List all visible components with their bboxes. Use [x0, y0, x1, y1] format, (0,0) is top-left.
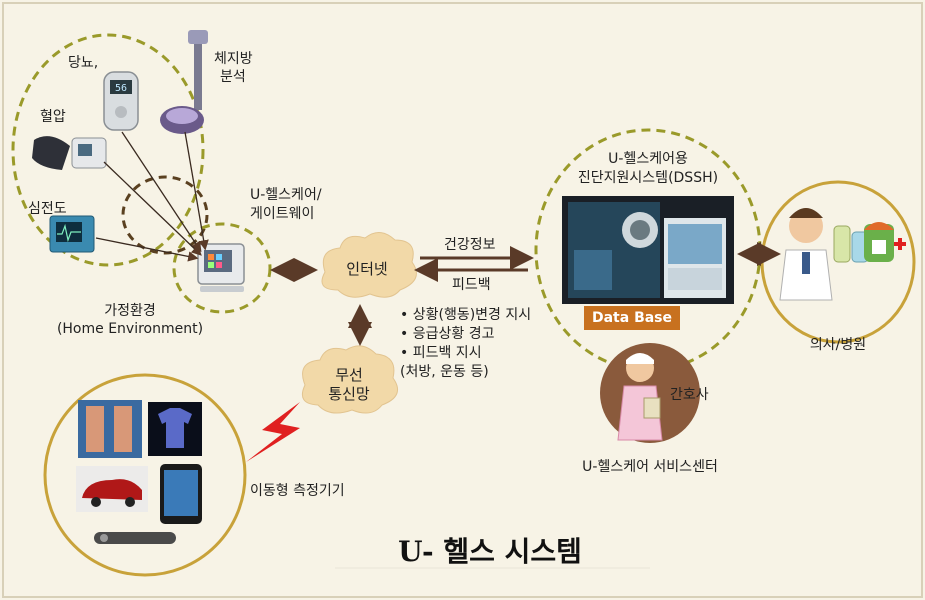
svg-text:56: 56 — [115, 83, 127, 94]
overlap-dashed-circle — [121, 175, 209, 255]
diagram-title: U- 헬스 시스템 — [398, 535, 582, 568]
health-info-label: 건강정보 — [444, 237, 496, 253]
mobile-devices-circle — [43, 373, 247, 577]
medicine-bottles-icon — [833, 225, 869, 263]
dssh-label-line2: 진단지원시스템(DSSH) — [577, 170, 719, 186]
sensor-band-photo — [94, 532, 176, 544]
smartphone-photo — [160, 464, 202, 524]
nurse-figure-icon — [617, 353, 663, 441]
internet-label: 인터넷 — [346, 260, 388, 278]
body-fat-analyzer-icon — [160, 30, 208, 134]
wireless-label-line1: 무선 — [335, 366, 363, 384]
ecg-label: 심전도 — [28, 201, 67, 217]
wireless-label-line2: 통신망 — [328, 385, 370, 403]
action-item: 피드백 지시 — [400, 344, 531, 363]
mobile-devices-label: 이동형 측정기기 — [250, 483, 345, 499]
wireless-cloud — [301, 345, 399, 414]
dssh-monitor-icon — [562, 196, 734, 304]
blood-pressure-label: 혈압 — [40, 109, 66, 125]
hospital-building-icon — [864, 222, 894, 262]
car-photo — [76, 466, 148, 512]
glucose-meter-icon: 56 — [103, 71, 139, 131]
blood-pressure-monitor-icon — [32, 136, 107, 170]
action-item: (처방, 운동 등) — [400, 364, 489, 380]
home-environment-circle — [11, 33, 205, 267]
doctor-figure-icon — [779, 208, 833, 301]
action-list: 상황(행동)변경 지시 응급상황 경고 피드백 지시 (처방, 운동 등) — [400, 306, 531, 382]
gateway-label-line2: 게이트웨이 — [250, 206, 315, 222]
smart-shirt-photo — [148, 402, 202, 456]
nurse-label: 간호사 — [670, 387, 709, 403]
running-photo — [78, 400, 142, 458]
dssh-label-line1: U-헬스케어용 — [608, 151, 688, 167]
ecg-monitor-icon — [49, 215, 95, 253]
home-environment-label-line2: (Home Environment) — [56, 321, 204, 337]
glucose-label: 당뇨, — [68, 55, 99, 71]
gateway-label-line1: U-헬스케어/ — [250, 187, 322, 203]
action-item: 상황(행동)변경 지시 — [400, 306, 531, 325]
database-badge: Data Base — [584, 306, 680, 330]
home-environment-label-line1: 가정환경 — [104, 303, 156, 319]
feedback-label: 피드백 — [452, 277, 491, 293]
internet-cloud — [321, 232, 417, 298]
body-fat-label-line1: 체지방 — [214, 51, 253, 67]
action-item: 응급상황 경고 — [400, 325, 531, 344]
wireless-bolt-icon — [246, 402, 300, 462]
service-center-label: U-헬스케어 서비스센터 — [582, 459, 718, 475]
device-to-gateway-arrows — [95, 131, 209, 262]
body-fat-label-line2: 분석 — [220, 69, 246, 85]
gateway-device-icon — [197, 243, 245, 292]
red-cross-icon — [894, 238, 906, 250]
doctor-hospital-label: 의사/병원 — [809, 337, 867, 353]
